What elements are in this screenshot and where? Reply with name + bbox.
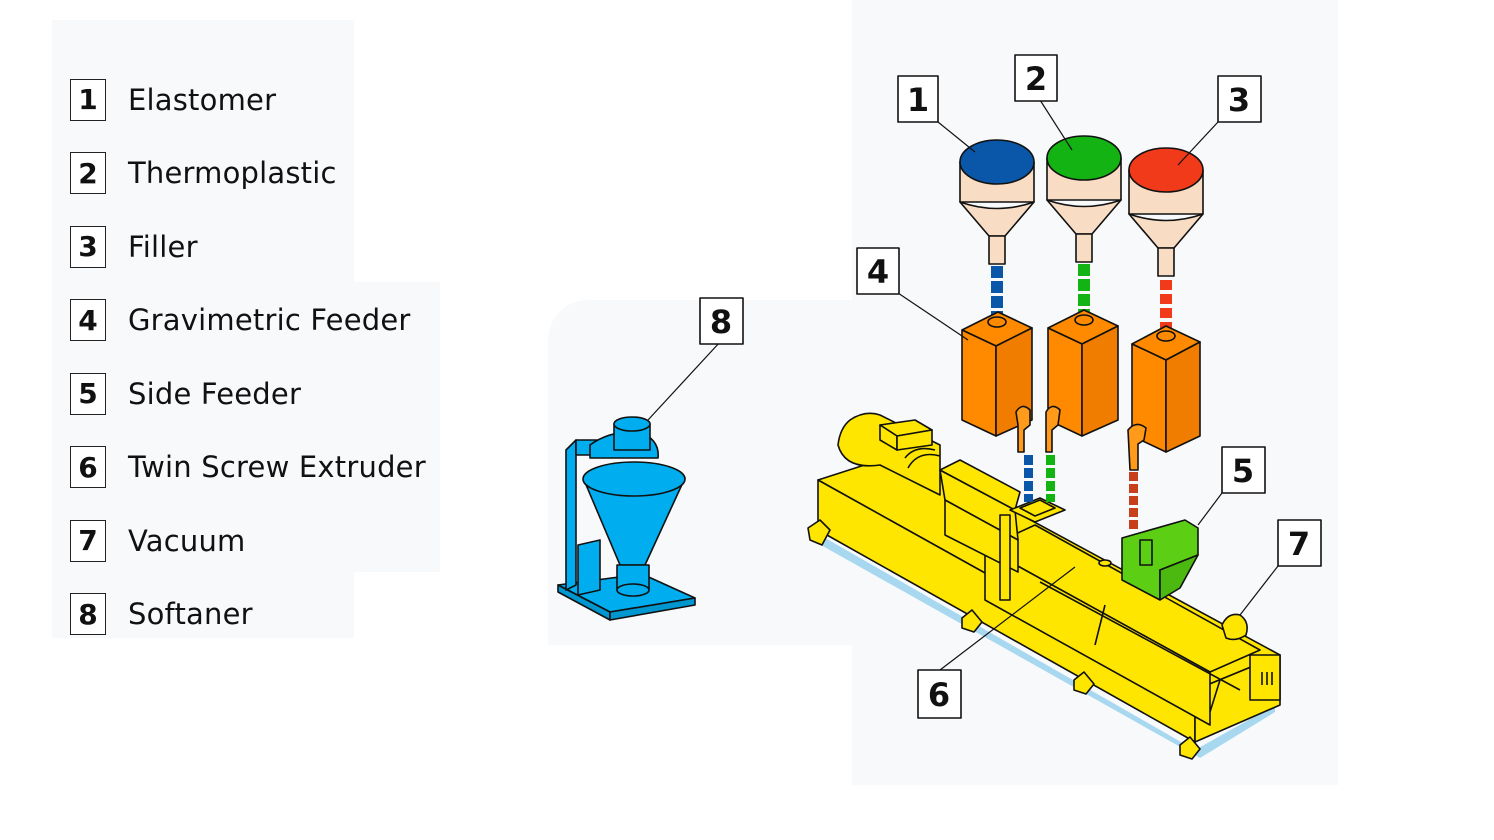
callout-6: 6 bbox=[917, 669, 962, 719]
hopper-filler bbox=[1128, 147, 1204, 277]
legend-label: Filler bbox=[128, 229, 198, 264]
callout-number: 4 bbox=[867, 253, 889, 291]
callout-number: 1 bbox=[907, 81, 929, 119]
callout-2: 2 bbox=[1014, 54, 1058, 102]
legend-number: 1 bbox=[70, 78, 106, 121]
legend: 1 Elastomer 2 Thermoplastic 3 Filler 4 G… bbox=[70, 63, 426, 651]
extruder-foot bbox=[807, 519, 831, 546]
legend-number: 8 bbox=[70, 593, 106, 636]
legend-item-twin-screw-extruder: 6 Twin Screw Extruder bbox=[70, 431, 426, 505]
legend-number: 6 bbox=[70, 446, 106, 489]
legend-label: Gravimetric Feeder bbox=[128, 303, 411, 338]
legend-item-elastomer: 1 Elastomer bbox=[70, 63, 426, 137]
callout-number: 5 bbox=[1232, 452, 1254, 490]
flow-elastomer-lower bbox=[1024, 455, 1033, 502]
legend-item-softener: 8 Softaner bbox=[70, 578, 426, 652]
callout-number: 6 bbox=[928, 676, 950, 714]
legend-number: 4 bbox=[70, 299, 106, 342]
callout-8: 8 bbox=[699, 297, 744, 345]
callout-leaders bbox=[647, 99, 1279, 671]
legend-label: Thermoplastic bbox=[128, 156, 337, 191]
legend-label: Elastomer bbox=[128, 82, 277, 117]
callout-number: 3 bbox=[1228, 81, 1250, 119]
legend-number: 5 bbox=[70, 372, 106, 415]
legend-number: 3 bbox=[70, 225, 106, 268]
filler-material-top bbox=[1128, 147, 1204, 193]
extruder-shadow bbox=[812, 535, 1275, 758]
callout-3: 3 bbox=[1217, 75, 1262, 123]
legend-item-filler: 3 Filler bbox=[70, 210, 426, 284]
twin-screw-extruder bbox=[807, 412, 1281, 760]
elastomer-material-top bbox=[959, 139, 1035, 185]
legend-number: 2 bbox=[70, 152, 106, 195]
hopper-thermoplastic bbox=[1046, 135, 1122, 263]
flow-filler-lower bbox=[1129, 472, 1138, 529]
gravimetric-feeder-2 bbox=[1045, 309, 1119, 453]
legend-label: Vacuum bbox=[128, 523, 246, 558]
callout-number: 8 bbox=[710, 303, 732, 341]
legend-item-vacuum: 7 Vacuum bbox=[70, 504, 426, 578]
extruder-foot bbox=[1179, 736, 1201, 760]
flow-thermoplastic-lower bbox=[1046, 455, 1055, 502]
thermoplastic-material-top bbox=[1046, 135, 1122, 181]
hopper-elastomer bbox=[959, 139, 1035, 265]
extruder-die bbox=[1249, 654, 1281, 701]
gravimetric-feeder-3 bbox=[1127, 325, 1201, 471]
legend-item-side-feeder: 5 Side Feeder bbox=[70, 357, 426, 431]
legend-label: Twin Screw Extruder bbox=[128, 450, 426, 485]
softener-unit bbox=[557, 416, 696, 621]
extruder-foot bbox=[1073, 671, 1095, 695]
gravimetric-feeder-1 bbox=[961, 311, 1033, 453]
legend-background-extension bbox=[52, 282, 440, 572]
legend-label: Softaner bbox=[128, 597, 253, 632]
callout-1: 1 bbox=[897, 75, 939, 123]
legend-item-thermoplastic: 2 Thermoplastic bbox=[70, 137, 426, 211]
legend-item-gravimetric-feeder: 4 Gravimetric Feeder bbox=[70, 284, 426, 358]
legend-number: 7 bbox=[70, 519, 106, 562]
callout-5: 5 bbox=[1221, 446, 1266, 494]
callout-number: 7 bbox=[1288, 525, 1310, 563]
callout-7: 7 bbox=[1277, 519, 1322, 567]
vacuum-vent bbox=[1221, 613, 1248, 641]
legend-label: Side Feeder bbox=[128, 376, 302, 411]
softener-top-cap bbox=[613, 416, 651, 432]
extruder-foot bbox=[961, 609, 983, 633]
callout-4: 4 bbox=[856, 247, 900, 295]
softener-stand bbox=[565, 439, 577, 591]
side-feeder bbox=[1121, 519, 1199, 601]
callout-number: 2 bbox=[1025, 60, 1047, 98]
